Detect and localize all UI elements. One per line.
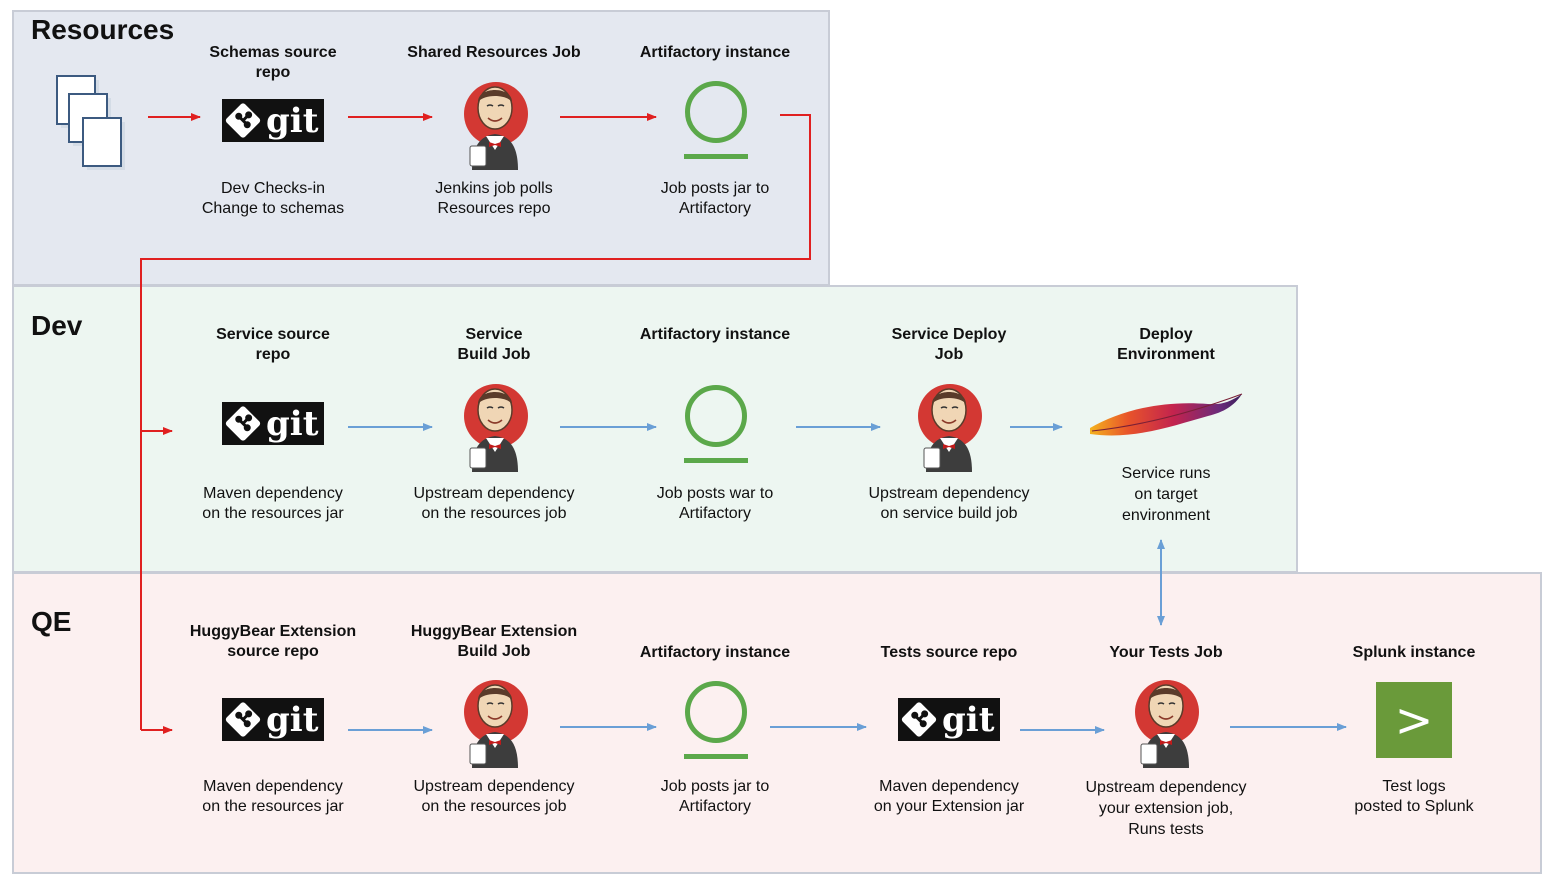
node-desc: Upstream dependency on the resources job [413, 778, 575, 815]
dev-lane-title: Dev [31, 310, 83, 341]
service-deploy-job-node: Service Deploy Job [849, 325, 1049, 365]
git-logo: git [222, 99, 324, 142]
node-desc: Test logs posted to Splunk [1354, 778, 1474, 815]
huggybear-build-job-desc: Upstream dependency on the resources job [394, 777, 594, 817]
git-logo-text: git [942, 700, 995, 740]
service-repo-desc: Maven dependency on the resources jar [173, 484, 373, 524]
node-title: Tests source repo [880, 644, 1018, 661]
tests-repo-desc: Maven dependency on your Extension jar [849, 777, 1049, 817]
deploy-environment-desc: Service runs on target environment [1066, 463, 1266, 526]
jenkins-icon [1131, 670, 1201, 768]
git-logo: git [222, 402, 324, 445]
splunk-node: Splunk instance [1314, 643, 1514, 663]
node-title: Deploy Environment [1117, 326, 1215, 363]
schemas-repo-node: Schemas source repo [173, 43, 373, 83]
node-desc: Upstream dependency your extension job, … [1085, 779, 1247, 838]
node-title: Service Deploy Job [891, 326, 1007, 363]
artifactory-desc-resources: Job posts jar to Artifactory [615, 179, 815, 219]
artifactory-icon [682, 680, 750, 762]
tests-job-desc: Upstream dependency your extension job, … [1066, 777, 1266, 840]
schemas-repo-desc: Dev Checks-in Change to schemas [173, 179, 373, 219]
git-logo-text: git [266, 101, 319, 141]
apache-feather-icon [1088, 390, 1244, 446]
jenkins-icon [460, 374, 530, 472]
node-desc: Maven dependency on the resources jar [202, 485, 344, 522]
artifactory-node-qe: Artifactory instance [615, 643, 815, 663]
splunk-chevron-text: > [1394, 693, 1434, 747]
node-desc: Service runs on target environment [1121, 465, 1211, 524]
qe-lane-title: QE [31, 606, 72, 637]
node-title: Service source repo [216, 326, 330, 363]
service-deploy-job-desc: Upstream dependency on service build job [849, 484, 1049, 524]
node-desc: Maven dependency on the resources jar [202, 778, 344, 815]
splunk-icon: > [1376, 682, 1452, 758]
artifactory-desc-dev: Job posts war to Artifactory [615, 484, 815, 524]
node-title: Splunk instance [1352, 644, 1476, 661]
node-title: HuggyBear Extension source repo [189, 623, 357, 660]
tests-repo-node: Tests source repo [849, 643, 1049, 663]
git-logo: git [898, 698, 1000, 741]
git-logo: git [222, 698, 324, 741]
node-desc: Jenkins job polls Resources repo [435, 180, 553, 217]
service-build-job-desc: Upstream dependency on the resources job [394, 484, 594, 524]
jenkins-icon [914, 374, 984, 472]
node-title: Schemas source repo [209, 44, 337, 81]
artifactory-icon [682, 80, 750, 162]
node-desc: Dev Checks-in Change to schemas [201, 180, 345, 217]
node-desc: Upstream dependency on the resources job [413, 485, 575, 522]
node-desc: Job posts war to Artifactory [656, 485, 774, 522]
shared-resources-job-desc: Jenkins job polls Resources repo [394, 179, 594, 219]
huggybear-build-job-node: HuggyBear Extension Build Job [394, 622, 594, 662]
artifactory-desc-qe: Job posts jar to Artifactory [615, 777, 815, 817]
artifactory-node-dev: Artifactory instance [615, 325, 815, 345]
node-title: Service Build Job [457, 326, 531, 363]
node-desc: Job posts jar to Artifactory [660, 180, 770, 217]
service-build-job-node: Service Build Job [394, 325, 594, 365]
huggybear-repo-desc: Maven dependency on the resources jar [173, 777, 373, 817]
node-title: Artifactory instance [639, 644, 791, 661]
node-title: Your Tests Job [1109, 644, 1223, 661]
artifactory-icon [682, 384, 750, 466]
node-title: Shared Resources Job [407, 44, 581, 61]
huggybear-repo-node: HuggyBear Extension source repo [173, 622, 373, 662]
shared-resources-job-node: Shared Resources Job [394, 43, 594, 63]
node-title: HuggyBear Extension Build Job [410, 623, 578, 660]
jenkins-icon [460, 670, 530, 768]
node-title: Artifactory instance [639, 44, 791, 61]
jenkins-icon [460, 72, 530, 170]
deploy-environment-node: Deploy Environment [1066, 325, 1266, 365]
resources-lane-title: Resources [31, 14, 175, 45]
node-desc: Maven dependency on your Extension jar [873, 778, 1025, 815]
git-logo-text: git [266, 404, 319, 444]
splunk-desc: Test logs posted to Splunk [1314, 777, 1514, 817]
node-desc: Job posts jar to Artifactory [660, 778, 770, 815]
git-logo-text: git [266, 700, 319, 740]
artifactory-node-resources: Artifactory instance [615, 43, 815, 63]
node-desc: Upstream dependency on service build job [868, 485, 1030, 522]
service-repo-node: Service source repo [173, 325, 373, 365]
documents-icon [55, 74, 130, 170]
tests-job-node: Your Tests Job [1066, 643, 1266, 663]
node-title: Artifactory instance [639, 326, 791, 343]
